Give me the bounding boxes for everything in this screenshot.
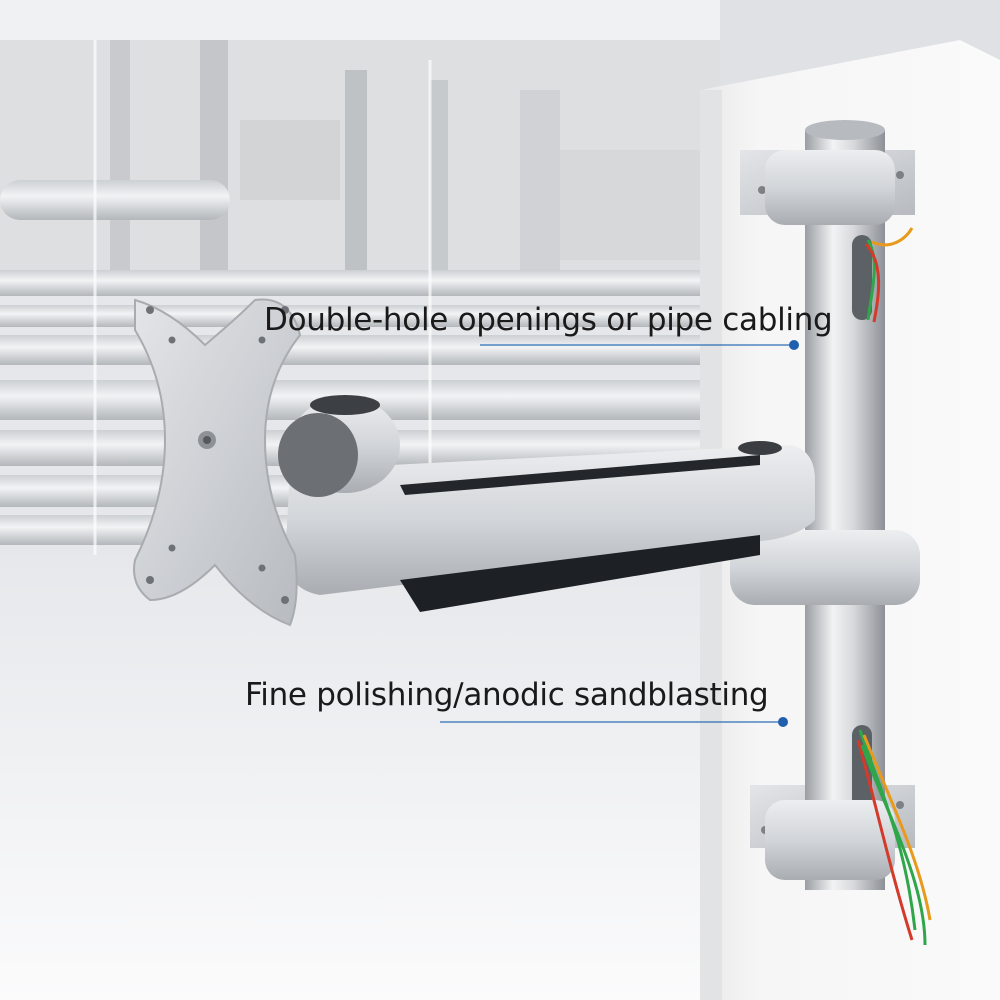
callout-finish-label: Fine polishing/anodic sandblasting	[245, 677, 769, 713]
leader-dot-2	[778, 717, 788, 727]
callout-cabling-label: Double-hole openings or pipe cabling	[264, 302, 833, 338]
leader-dot-1	[789, 340, 799, 350]
